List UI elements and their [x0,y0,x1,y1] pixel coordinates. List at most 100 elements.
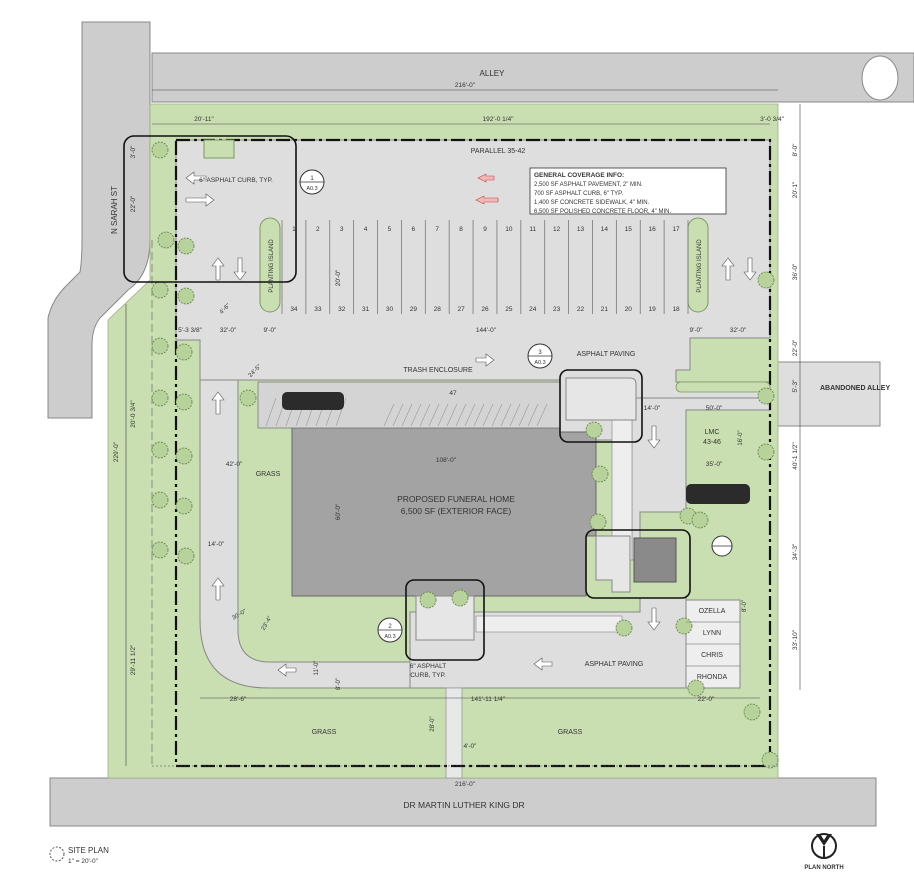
lmc-range-label: 43-46 [703,439,721,446]
arrow-up-icon [721,257,735,281]
callout-ref-2: A0.3 [384,634,395,640]
dimension-label: 35'-0" [706,461,723,468]
mlk-label: DR MARTIN LUTHER KING DR [403,800,524,810]
stall-number: 11 [529,226,536,233]
arrow-down-icon [743,257,757,281]
dimension-text: 216'-0" 20'-11" 192'-0 1/4" 3'-0 3/4" 8'… [113,82,799,788]
stall-number: 3 [340,226,344,233]
alley-road [151,52,914,103]
stall-number: 32 [338,306,346,313]
tree-icon [757,387,775,405]
stall-number: 5 [388,226,392,233]
abandoned-alley-label: ABANDONED ALLEY [820,385,890,392]
arrow-right-icon [475,353,495,367]
planting-island-label: PLANTING ISLAND [697,239,703,293]
stall-number: 34 [290,306,298,313]
stall-number: 25 [505,306,513,313]
arrow-left-icon [185,171,207,185]
coverage-item: 1,400 SF CONCRETE SIDEWALK, 4" MIN. [534,200,650,206]
title-block: SITE PLAN 1" = 20'-0" PLAN NORTH [49,833,844,871]
tree-icon [687,679,705,697]
tree-icon [743,703,761,721]
dimension-label: 42'-0" [226,461,243,468]
section-marker-east [711,535,733,557]
stall-number: 18 [672,306,680,313]
dimension-label: 216'-0" [455,82,476,89]
vehicles [282,392,750,504]
arrow-up-icon [211,577,225,601]
dimension-label: 20'-11" [194,116,214,123]
coverage-info: GENERAL COVERAGE INFO: 2,500 SF ASPHALT … [529,167,727,215]
callout-box-1 [123,135,297,283]
reserved-name: RHONDA [697,674,728,681]
asphalt-curb-label: 6" ASPHALT [410,663,447,670]
planting-island-label: PLANTING ISLAND [269,239,275,293]
tree-icon [151,541,169,559]
tree-icon [175,343,193,361]
hatch-line [464,403,476,427]
dimension-label: 141'-11 1/4" [471,696,506,703]
callout-box-east [585,529,691,599]
hatch-line [335,397,347,427]
stall-number: 9 [483,226,487,233]
stall-number: 12 [553,226,561,233]
asphalt-curb-label: CURB, TYP. [410,672,446,679]
hatch-line [536,403,548,427]
stall-number: 16 [649,226,657,233]
coverage-item: 2,500 SF ASPHALT PAVEMENT, 2" MIN. [534,182,643,188]
south-walkway [445,687,463,779]
dimension-label: 29'-11 1/2" [130,644,137,675]
arrow-left-icon [277,663,297,677]
stall-number: 21 [601,306,609,313]
arrow-up-icon [211,391,225,415]
dimension-label: 40'-1 1/2" [792,442,799,470]
hatch-line [455,403,467,427]
coverage-box [529,167,727,215]
hatch-line [518,403,530,427]
arrow-down-icon [647,425,661,449]
building-name-label: PROPOSED FUNERAL HOME [397,494,515,504]
dimension-label: 216'-0" [455,781,476,788]
tree-icon [589,513,607,531]
dimension-label: 28'-6" [230,696,247,703]
dimension-label: 20'-1" [792,181,799,198]
dimension-label: 32'-0" [220,327,237,334]
traffic-arrows [185,171,757,677]
dimension-label: 20'-0 3/4" [130,400,137,428]
hatch-line [527,403,539,427]
callout-marker-2: 2 A0.3 [377,617,403,643]
tree-icon [757,271,775,289]
dimension-label: 5'-3 3/8" [178,327,202,334]
dimension-label: 34'-3" [792,543,799,560]
east-entry [595,535,631,593]
tree-icon [177,237,195,255]
stall-number: 14 [601,226,609,233]
hatch-line [446,403,458,427]
stall-number: 10 [505,226,513,233]
tree-icon [175,393,193,411]
north-entry-canopy [565,377,637,421]
callout-number-2: 2 [388,624,392,630]
detail-callouts: 1 A0.3 3 A0.3 2 A0.3 [123,135,733,661]
stall-number: 7 [435,226,439,233]
callout-ref-3: A0.3 [534,360,545,366]
north-arrow-icon [811,833,837,859]
dimension-label: 4'-0" [464,743,478,750]
tree-icon [451,589,469,607]
tree-icon [239,389,257,407]
asphalt-paving-label: ASPHALT PAVING [577,351,636,358]
drawing-title: SITE PLAN [68,846,109,855]
stall-number: 13 [577,226,585,233]
tree-icon [151,281,169,299]
dimension-label: 3'-0 3/4" [760,116,784,123]
alley-cul-de-sac [861,55,899,101]
dimension-label: 192'-0 1/4" [482,116,514,123]
grass-label: GRASS [558,729,583,736]
tree-icon [419,591,437,609]
coverage-title: GENERAL COVERAGE INFO: [534,172,624,179]
alley-label: ALLEY [480,69,506,78]
stall-number: 26 [481,306,489,313]
stall-number: 33 [314,306,322,313]
dimension-label: 229'-0" [113,441,120,462]
